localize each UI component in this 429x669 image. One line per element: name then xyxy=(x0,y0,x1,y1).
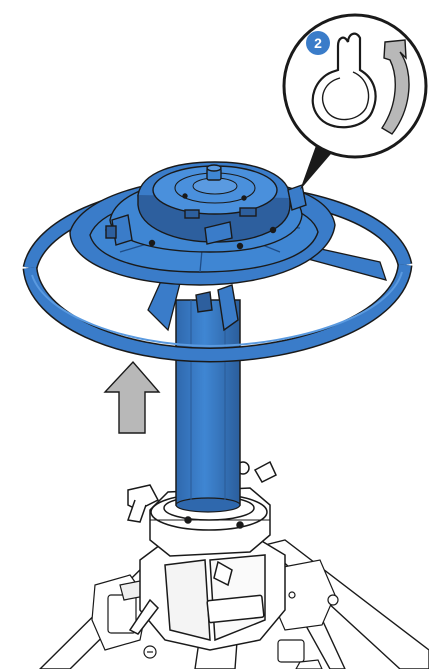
up-arrow-icon xyxy=(103,360,161,434)
step-number: 2 xyxy=(314,35,322,51)
telescopic-pole xyxy=(175,299,241,513)
curved-rotate-arrow-icon xyxy=(381,39,410,135)
knob-bottom xyxy=(143,639,323,669)
step-number-badge: 2 xyxy=(306,31,330,55)
detail-callout: 2 xyxy=(282,13,428,159)
mounting-plate xyxy=(69,161,336,332)
keyhole-slot-icon xyxy=(311,32,377,129)
handle-ring-front xyxy=(22,263,413,363)
